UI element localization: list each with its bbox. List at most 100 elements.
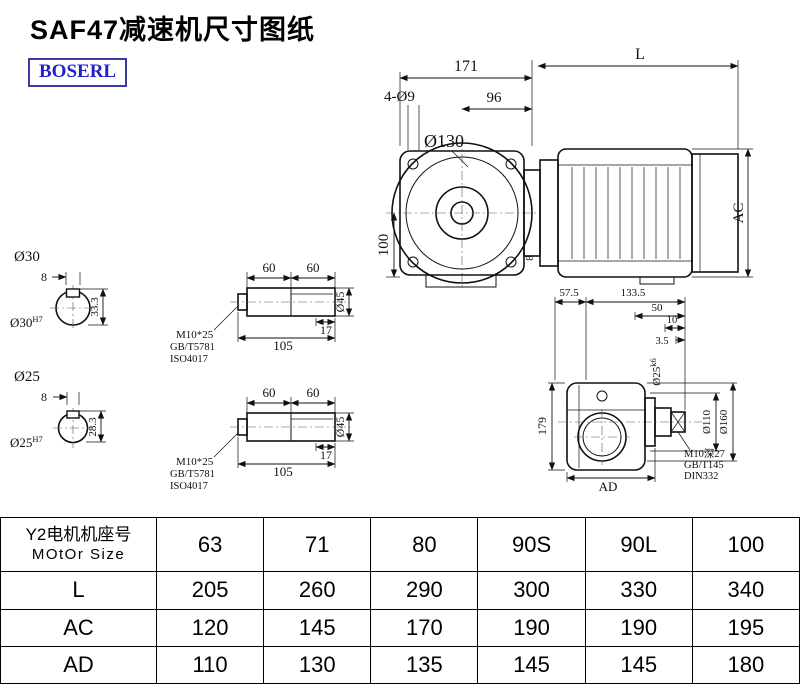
l-value-1: 260 xyxy=(263,571,372,610)
dim-d130-label: Ø130 xyxy=(424,131,464,151)
dim-ac-label: AC xyxy=(731,203,747,224)
table-row-motor-size: Y2电机机座号 MOtOr Size 63 71 80 90S 90L 100 xyxy=(0,516,800,573)
shaft-b-height-label: 28.3 xyxy=(87,417,99,437)
dim-l-label: L xyxy=(635,46,645,63)
shaft-end-view-b: Ø25 8 28.3 Ø25H7 xyxy=(10,369,106,450)
dim-105-label: 105 xyxy=(273,338,293,353)
l-value-4: 330 xyxy=(584,571,693,610)
ad-value-5: 180 xyxy=(691,645,800,684)
dim-10-label: 10 xyxy=(667,315,678,326)
shaft-detail-a: 60 60 17 105 Ø45 M10*25 GB/T5781 ISO4017 xyxy=(170,260,354,365)
shaft-b-keywidth-label: 8 xyxy=(41,390,47,404)
l-value-3: 300 xyxy=(477,571,586,610)
shaft-a-keywidth-label: 8 xyxy=(41,270,47,284)
bolt-hole xyxy=(407,256,419,268)
motor-size-header-cn: Y2电机机座号 xyxy=(25,525,132,545)
ac-value-4: 190 xyxy=(584,608,693,647)
note-iso-label: ISO4017 xyxy=(170,481,208,492)
dim-60-label: 60 xyxy=(263,385,276,400)
note-gb-label: GB/T5781 xyxy=(170,469,215,480)
table-row-l: L 205 260 290 300 330 340 xyxy=(0,571,800,610)
dim-50-label: 50 xyxy=(652,302,664,314)
ac-value-1: 145 xyxy=(263,608,372,647)
dim-17-label: 17 xyxy=(320,323,332,337)
brand-logo: BOSERL xyxy=(28,58,128,87)
motor-size-col-4: 90L xyxy=(584,516,693,573)
l-value-5: 340 xyxy=(691,571,800,610)
ac-value-2: 170 xyxy=(370,608,479,647)
shaft-a-fit-label: Ø30H7 xyxy=(10,314,43,330)
ac-value-3: 190 xyxy=(477,608,586,647)
dim-3-5-label: 3.5 xyxy=(655,336,668,347)
motor xyxy=(557,148,739,285)
row-label-ac: AC xyxy=(0,608,157,647)
dim-57-5-label: 57.5 xyxy=(559,287,579,299)
bolt-hole xyxy=(407,158,419,170)
motor-size-col-3: 90S xyxy=(477,516,586,573)
motor-foot xyxy=(639,276,675,285)
note-m10-label: M10*25 xyxy=(176,456,214,468)
output-bore xyxy=(577,412,627,462)
shaft-b-keyway xyxy=(66,410,80,419)
motor-fins xyxy=(571,167,681,259)
dim-60-label: 60 xyxy=(263,260,276,275)
fan-cowl xyxy=(691,153,739,273)
l-value-2: 290 xyxy=(370,571,479,610)
shaft-a-label: Ø30 xyxy=(14,249,40,265)
front-view: 171 L 96 4-Ø9 Ø130 100 AC 8 xyxy=(376,46,753,289)
shaft-b-fit-label: Ø25H7 xyxy=(10,434,43,450)
flange-foot xyxy=(425,274,497,288)
side-view: 57.5 133.5 50 10 3.5 Ø25k6 Ø110 Ø160 xyxy=(535,287,737,494)
shaft-detail-b: 60 60 17 105 Ø45 M10*25 GB/T5781 ISO4017 xyxy=(170,385,354,492)
motor-size-header: Y2电机机座号 MOtOr Size xyxy=(0,516,157,573)
table-row-ac: AC 120 145 170 190 190 195 xyxy=(0,608,800,647)
shaft-b-label: Ø25 xyxy=(14,369,40,385)
note-m10-label: M10*25 xyxy=(176,329,214,341)
dim-171-label: 171 xyxy=(454,58,478,75)
motor-size-header-en: MOtOr Size xyxy=(31,545,126,563)
dim-179-label: 179 xyxy=(535,417,549,435)
dim-105-label: 105 xyxy=(273,464,293,479)
dim-d160-label: Ø160 xyxy=(718,409,730,434)
note-iso-label: ISO4017 xyxy=(170,354,208,365)
dim-ad-label: AD xyxy=(599,479,618,494)
shaft-a-height-label: 33.3 xyxy=(89,297,101,317)
ad-value-0: 110 xyxy=(155,645,265,684)
bolt-hole xyxy=(505,158,517,170)
table-row-ad: AD 110 130 135 145 145 180 xyxy=(0,645,800,684)
dim-17-label: 17 xyxy=(320,448,332,462)
dim-100-label: 100 xyxy=(376,234,392,257)
dim-d110-label: Ø110 xyxy=(701,409,713,434)
motor-flange xyxy=(539,159,559,267)
bolt-hole xyxy=(505,256,517,268)
note-m10deep-label: M10深27 xyxy=(684,448,725,460)
ad-value-4: 145 xyxy=(584,645,693,684)
dim-133-5-label: 133.5 xyxy=(621,287,646,299)
motor-size-col-2: 80 xyxy=(370,516,479,573)
dim-96-label: 96 xyxy=(487,90,503,106)
fit-d25k6-label: Ø25k6 xyxy=(648,358,663,385)
note-gbt145-label: GB/T145 xyxy=(684,460,724,471)
shaft-a-keyway xyxy=(65,288,81,298)
technical-drawing: 171 L 96 4-Ø9 Ø130 100 AC 8 Ø30 8 xyxy=(10,46,753,494)
row-label-l: L xyxy=(0,571,157,610)
plug-hole xyxy=(596,390,608,402)
motor-size-col-0: 63 xyxy=(155,516,265,573)
dimension-table: Y2电机机座号 MOtOr Size 63 71 80 90S 90L 100 … xyxy=(0,516,800,684)
page-title: SAF47减速机尺寸图纸 xyxy=(30,15,316,45)
l-value-0: 205 xyxy=(155,571,265,610)
dim-8-label: 8 xyxy=(524,255,536,261)
ac-value-0: 120 xyxy=(155,608,265,647)
dim-d45-label: Ø45 xyxy=(333,292,347,313)
dim-4xd9-label: 4-Ø9 xyxy=(384,89,415,105)
shaft-end-view-a: Ø30 8 33.3 Ø30H7 xyxy=(10,249,108,331)
motor-size-col-1: 71 xyxy=(263,516,372,573)
ad-value-1: 130 xyxy=(263,645,372,684)
dim-d45-label: Ø45 xyxy=(333,417,347,438)
ad-value-2: 135 xyxy=(370,645,479,684)
note-gb-label: GB/T5781 xyxy=(170,342,215,353)
dim-60-label: 60 xyxy=(307,260,320,275)
note-din332-label: DIN332 xyxy=(684,471,718,482)
ac-value-5: 195 xyxy=(691,608,800,647)
